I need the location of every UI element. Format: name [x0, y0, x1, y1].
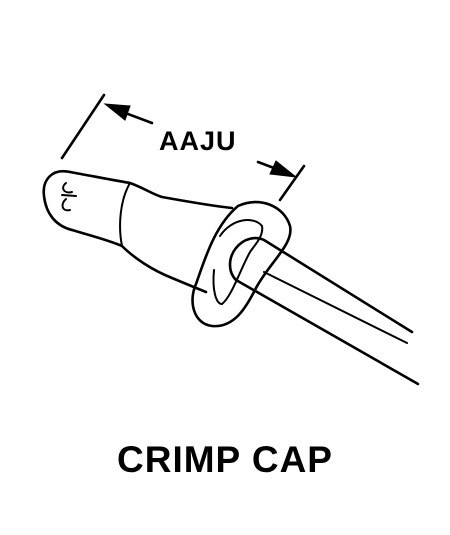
crimp-transition — [119, 182, 131, 247]
right-arrowhead — [269, 160, 298, 178]
cap-end — [42, 169, 74, 232]
dimension-label: AAJU — [159, 126, 237, 156]
left-extension-line — [60, 93, 106, 160]
wire-insulation-bottom — [228, 246, 420, 386]
left-arrowhead — [103, 103, 131, 121]
wire — [228, 236, 420, 386]
flange-collar — [191, 200, 292, 328]
dimension-callout: AAJU — [60, 93, 306, 202]
crimp-cap — [42, 169, 234, 294]
flange-inner-lower — [212, 269, 223, 305]
cap-barrel-bottom — [70, 228, 208, 294]
cap-end-mark — [61, 182, 77, 212]
wire-conductor — [263, 271, 408, 344]
wire-insulation-top — [234, 236, 414, 334]
flange-outer — [191, 200, 292, 328]
right-extension-line — [278, 164, 306, 202]
flange-inner — [219, 219, 264, 305]
diagram-caption: CRIMP CAP — [117, 439, 333, 480]
cap-barrel-top — [68, 170, 234, 210]
